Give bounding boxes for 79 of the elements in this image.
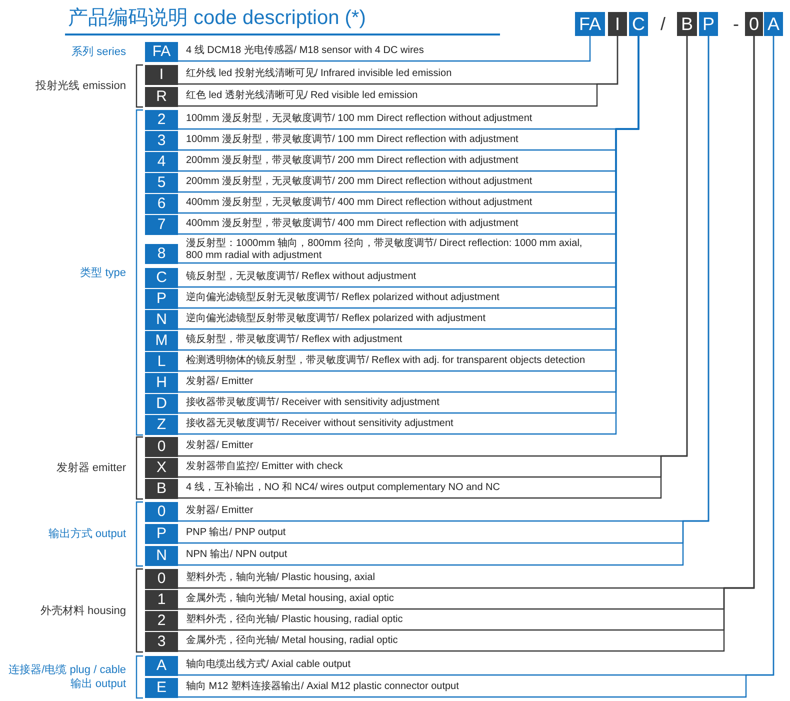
option-code-box: 0 <box>145 569 178 589</box>
option-code-box: N <box>145 546 178 566</box>
option-description: 发射器/ Emitter <box>186 504 254 518</box>
code-segment-box: I <box>608 12 627 36</box>
option-description: 轴向 M12 塑料连接器输出/ Axial M12 plastic connector output <box>186 680 459 694</box>
option-description: 4 线 DCM18 光电传感器/ M18 sensor with 4 DC wires <box>186 44 424 58</box>
option-description: 金属外壳，径向光轴/ Metal housing, radial optic <box>186 634 398 648</box>
option-code-box: 3 <box>145 632 178 652</box>
group-label: 发射器 emitter <box>56 461 126 475</box>
option-code-box: M <box>145 331 178 351</box>
code-separator: / <box>659 13 666 36</box>
group-label: 外壳材料 housing <box>40 604 126 618</box>
code-segment-box: P <box>699 12 718 36</box>
option-code-box: 8 <box>145 244 178 264</box>
option-code-box: 7 <box>145 215 178 235</box>
option-code-box: B <box>145 479 178 499</box>
title: 产品编码说明 code description (*) <box>68 6 366 31</box>
option-code-box: C <box>145 268 178 288</box>
option-description: 200mm 漫反射型，带灵敏度调节/ 200 mm Direct reflection with adjustment <box>186 154 518 168</box>
option-code-box: 1 <box>145 590 178 610</box>
option-code-box: A <box>145 656 178 676</box>
code-separator: - <box>732 13 740 36</box>
code-segment-box: C <box>629 12 648 36</box>
option-description: 逆向偏光滤镜型反射带灵敏度调节/ Reflex polarized with adjustment <box>186 312 486 326</box>
option-description: 接收器无灵敏度调节/ Receiver without sensitivity adjustment <box>186 417 454 431</box>
option-description: 红外线 led 投射光线清晰可见/ Infrared invisible led emission <box>186 67 452 81</box>
option-description: 发射器带自监控/ Emitter with check <box>186 460 343 474</box>
group-label: 类型 type <box>80 266 126 280</box>
option-code-box: D <box>145 394 178 414</box>
option-code-box: I <box>145 65 178 85</box>
option-description: 100mm 漫反射型，带灵敏度调节/ 100 mm Direct reflection with adjustment <box>186 133 518 147</box>
option-description: 400mm 漫反射型，带灵敏度调节/ 400 mm Direct reflection with adjustment <box>186 217 518 231</box>
code-segment-box: A <box>764 12 783 36</box>
option-description: 红色 led 透射光线清晰可见/ Red visible led emission <box>186 89 418 103</box>
option-description: 镜反射型，带灵敏度调节/ Reflex with adjustment <box>186 333 402 347</box>
option-code-box: P <box>145 289 178 309</box>
option-description: 4 线，互补输出，NO 和 NC4/ wires output complementary NO and NC <box>186 481 500 495</box>
option-description: PNP 输出/ PNP output <box>186 526 286 540</box>
option-description: NPN 输出/ NPN output <box>186 548 288 562</box>
option-code-box: 0 <box>145 502 178 522</box>
option-code-box: 6 <box>145 194 178 214</box>
group-label: 投射光线 emission <box>36 79 126 93</box>
option-code-box: X <box>145 458 178 478</box>
option-code-box: 5 <box>145 173 178 193</box>
option-description: 逆向偏光滤镜型反射无灵敏度调节/ Reflex polarized without adjustment <box>186 291 500 305</box>
option-code-box: N <box>145 310 178 330</box>
option-code-box: R <box>145 87 178 107</box>
option-code-box: 0 <box>145 437 178 457</box>
option-code-box: 2 <box>145 611 178 631</box>
connector-line <box>178 36 591 62</box>
group-label: 系列 series <box>72 45 126 59</box>
option-description: 100mm 漫反射型，无灵敏度调节/ 100 mm Direct reflection without adjustment <box>186 112 532 126</box>
option-code-box: E <box>145 678 178 698</box>
option-description: 镜反射型，无灵敏度调节/ Reflex without adjustment <box>186 270 416 284</box>
option-description: 检测透明物体的镜反射型，带灵敏度调节/ Reflex with adj. for transparent objects detection <box>186 354 586 368</box>
option-description: 200mm 漫反射型，无灵敏度调节/ 200 mm Direct reflection without adjustment <box>186 175 532 189</box>
code-segment-box: FA <box>575 12 605 36</box>
option-description: 400mm 漫反射型，无灵敏度调节/ 400 mm Direct reflection without adjustment <box>186 196 532 210</box>
option-code-box: L <box>145 352 178 372</box>
option-description: 接收器带灵敏度调节/ Receiver with sensitivity adjustment <box>186 396 440 410</box>
option-description: 塑料外壳，轴向光轴/ Plastic housing, axial <box>186 571 375 585</box>
connector-line <box>178 36 618 107</box>
option-description: 塑料外壳，径向光轴/ Plastic housing, radial optic <box>186 613 403 627</box>
option-description: 发射器/ Emitter <box>186 439 254 453</box>
option-code-box: Z <box>145 415 178 435</box>
group-label: 输出方式 output <box>48 527 126 541</box>
option-code-box: 2 <box>145 110 178 130</box>
option-code-box: 4 <box>145 152 178 172</box>
option-code-box: P <box>145 524 178 544</box>
option-code-box: H <box>145 373 178 393</box>
code-segment-box: B <box>677 12 697 36</box>
option-code-box: 3 <box>145 131 178 151</box>
option-description: 漫反射型：1000mm 轴向，800mm 径向，带灵敏度调节/ Direct reflection: 1000 mm axial, 800 mm radial with adjustment <box>186 238 584 262</box>
group-label: 连接器/电缆 plug / cable 输出 output <box>8 663 126 691</box>
option-description: 轴向电缆出线方式/ Axial cable output <box>186 658 350 672</box>
option-description: 发射器/ Emitter <box>186 375 254 389</box>
code-segment-box: 0 <box>745 12 763 36</box>
option-code-box: FA <box>145 42 178 62</box>
option-description: 金属外壳，轴向光轴/ Metal housing, axial optic <box>186 592 394 606</box>
